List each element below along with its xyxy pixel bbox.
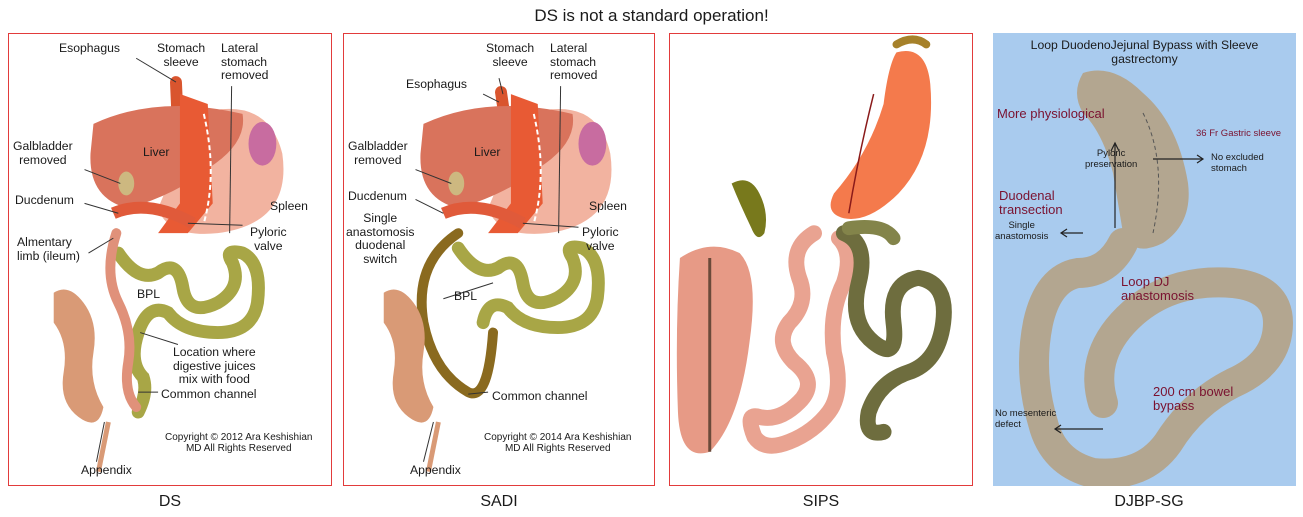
page-title: DS is not a standard operation! [0, 6, 1303, 26]
ds-galbladder-label: Galbladder removed [13, 140, 73, 167]
ds-copyright: Copyright © 2012 Ara Keshishian MD All R… [165, 432, 312, 454]
sadi-spleen-label: Spleen [589, 200, 627, 214]
ds-caption: DS [120, 493, 220, 511]
djbp-caption: DJBP-SG [1094, 493, 1204, 511]
djbp-no-excluded-stomach: No excluded stomach [1211, 153, 1264, 174]
sadi-appendix-label: Appendix [410, 464, 461, 478]
ds-appendix-label: Appendix [81, 464, 132, 478]
sadi-ducdenum-label: Ducdenum [348, 190, 407, 204]
ds-ducdenum-label: Ducdenum [15, 194, 74, 208]
djbp-single-anastomosis: Single anastomosis [995, 221, 1048, 242]
djbp-more-physiological: More physiological [997, 107, 1105, 121]
djbp-duodenal-transection: Duodenal transection [999, 189, 1063, 217]
sadi-lateral-stomach-label: Lateral stomach removed [550, 42, 597, 83]
sadi-bpl-label: BPL [454, 290, 477, 304]
ds-common-channel-label: Common channel [161, 388, 257, 402]
sips-caption: SIPS [771, 493, 871, 511]
djbp-heading: Loop DuodenoJejunal Bypass with Sleeve g… [993, 39, 1296, 66]
ds-bpl-label: BPL [137, 288, 160, 302]
sadi-stomach-sleeve-label: Stomach sleeve [486, 42, 534, 69]
ds-pyloric-valve-label: Pyloric valve [250, 226, 287, 253]
sadi-single-anastomosis-label: Single anastomosis duodenal switch [346, 212, 414, 266]
ds-lateral-stomach-label: Lateral stomach removed [221, 42, 268, 83]
sadi-panel: Stomach sleeve Lateral stomach removed E… [343, 33, 655, 486]
sadi-esophagus-label: Esophagus [406, 78, 467, 92]
ds-esophagus-label: Esophagus [59, 42, 120, 56]
sadi-caption: SADI [449, 493, 549, 511]
ds-spleen-label: Spleen [270, 200, 308, 214]
sadi-galbladder-label: Galbladder removed [348, 140, 408, 167]
ds-panel: Esophagus Stomach sleeve Lateral stomach… [8, 33, 332, 486]
sips-illustration [670, 34, 972, 485]
djbp-no-mesenteric: No mesenteric defect [995, 409, 1056, 430]
sips-panel [669, 33, 973, 486]
sadi-pyloric-valve-label: Pyloric valve [582, 226, 619, 253]
sadi-copyright: Copyright © 2014 Ara Keshishian MD All R… [484, 432, 631, 454]
ds-liver-label: Liver [143, 146, 169, 160]
ds-alimentary-limb-label: Almentary limb (ileum) [17, 236, 80, 263]
ds-location-label: Location where digestive juices mix with… [173, 346, 256, 387]
djbp-loop-dj: Loop DJ anastomosis [1121, 275, 1194, 303]
djbp-panel: Loop DuodenoJejunal Bypass with Sleeve g… [993, 33, 1296, 486]
djbp-pyloric-preservation: Pyloric preservation [1085, 149, 1137, 170]
ds-stomach-sleeve-label: Stomach sleeve [157, 42, 205, 69]
sadi-common-channel-label: Common channel [492, 390, 588, 404]
sadi-liver-label: Liver [474, 146, 500, 160]
djbp-gastric-sleeve: 36 Fr Gastric sleeve [1196, 129, 1281, 140]
djbp-bowel-bypass: 200 cm bowel bypass [1153, 385, 1233, 413]
